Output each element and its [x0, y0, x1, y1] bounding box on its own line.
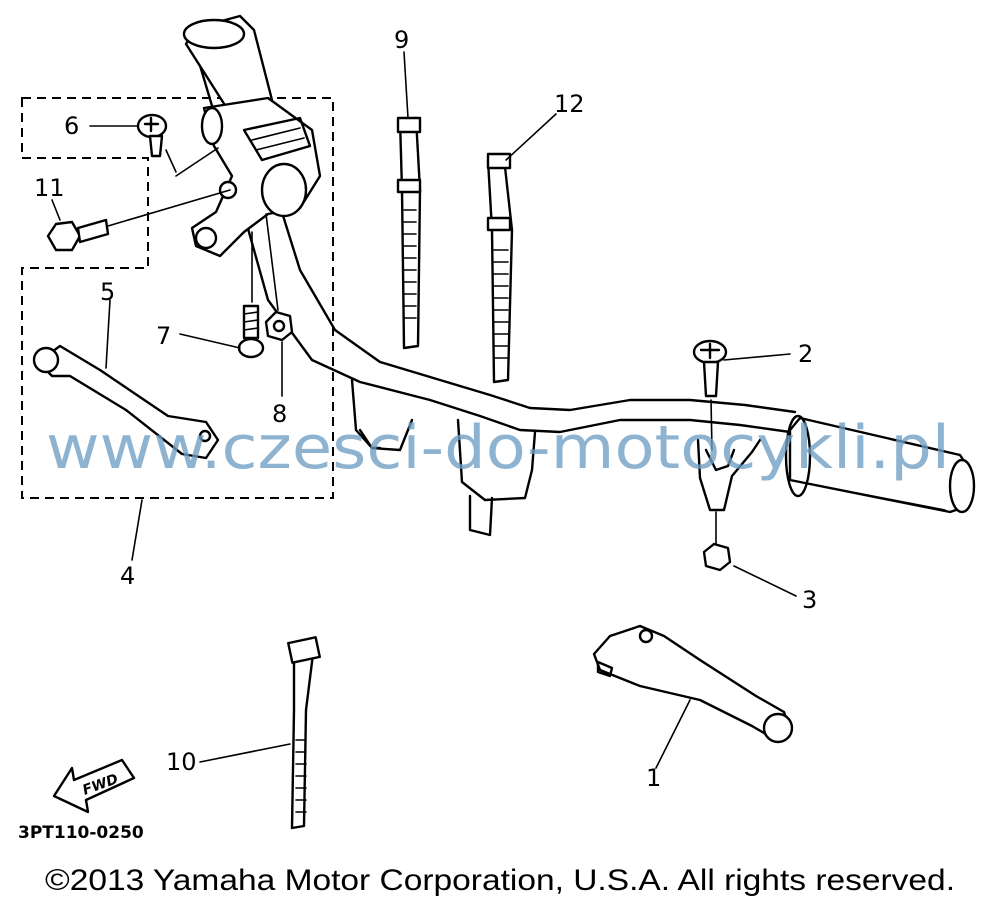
part-9-cable-tie [396, 116, 422, 350]
callout-10: 10 [166, 748, 197, 776]
leader-lines [51, 51, 797, 769]
part-6-screw [136, 113, 177, 173]
diagram-code: 3PT110-0250 [18, 823, 144, 843]
fwd-arrow-icon: FWD [52, 758, 136, 814]
callout-9: 9 [394, 26, 409, 54]
callout-1: 1 [646, 764, 661, 792]
handlebar [182, 14, 976, 537]
copyright-notice: ©2013 Yamaha Motor Corporation, U.S.A. A… [45, 864, 955, 897]
part-1-lever [592, 624, 794, 744]
part-7-bolt [237, 304, 265, 359]
callout-4: 4 [120, 562, 135, 590]
assembly-box-upper [21, 97, 334, 499]
part-5-lever [32, 344, 220, 460]
callout-12: 12 [554, 90, 585, 118]
callout-8: 8 [272, 400, 287, 428]
part-12-cable-tie [486, 152, 514, 384]
part-8-nut [264, 310, 294, 342]
callout-7: 7 [156, 322, 171, 350]
part-10-cable-tie [287, 636, 321, 830]
part-2-bolt [692, 339, 728, 451]
callout-6: 6 [64, 112, 79, 140]
watermark: www.czesci-do-motocykli.pl [46, 413, 950, 483]
callout-5: 5 [100, 278, 115, 306]
callout-3: 3 [802, 586, 817, 614]
part-3-nut [702, 511, 732, 572]
callout-2: 2 [798, 340, 813, 368]
callout-11: 11 [34, 174, 65, 202]
master-cylinder-assembly [190, 96, 322, 258]
part-11-bolt [46, 189, 231, 252]
